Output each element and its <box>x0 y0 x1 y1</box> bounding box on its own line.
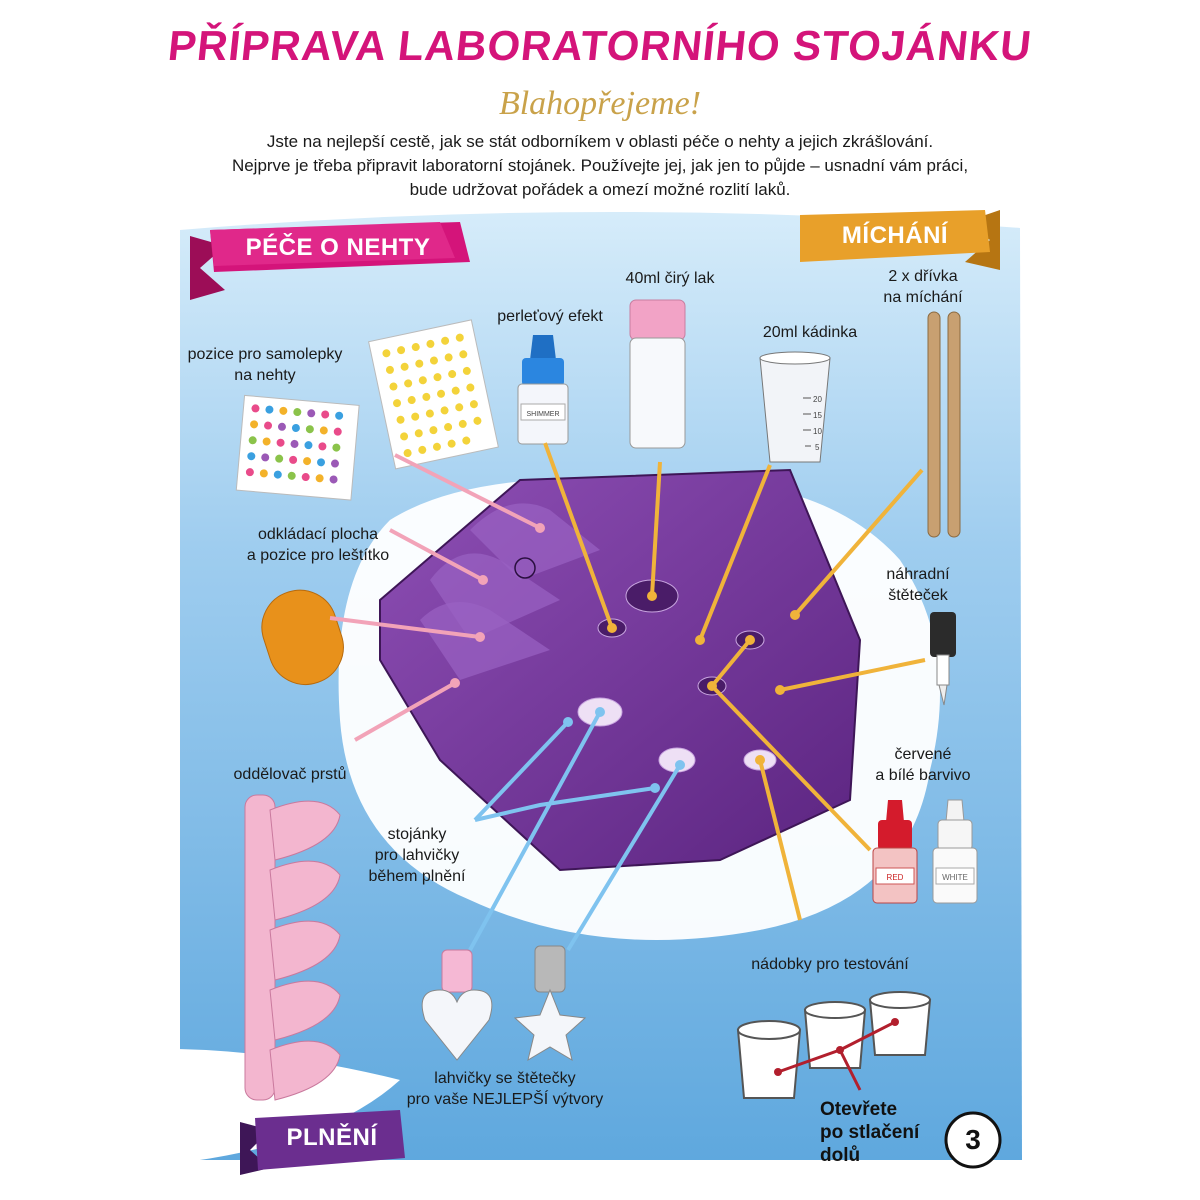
product-label-text: SHIMMER <box>526 411 559 418</box>
blue-cap-bottle: SHIMMER <box>517 335 569 445</box>
label-line: dolů <box>820 1145 861 1166</box>
page-subtitle: Blahopřejeme! <box>498 85 702 122</box>
product-label-text: WHITE <box>942 873 968 882</box>
label-line: štěteček <box>888 587 948 604</box>
white-dye-bottle: WHITE <box>932 799 978 904</box>
label-test-cups: nádobky pro testování <box>751 956 909 973</box>
label-line: pozice pro samolepky <box>187 346 343 363</box>
intro-line: bude udržovat pořádek a omezí možné rozl… <box>409 180 791 199</box>
product-label-text: 5 <box>815 443 820 452</box>
orange-buffer <box>261 589 344 685</box>
label-beaker: 20ml kádinka <box>762 324 858 341</box>
label-stickers: pozice pro samolepky na nehty <box>175 344 355 386</box>
section-nail-care: PÉČE O NEHTY <box>245 234 431 261</box>
sticker-sheet-color <box>235 394 360 501</box>
purple-lab-stand <box>379 468 862 872</box>
label-open: Otevřete po stlačení dolů <box>820 1098 960 1167</box>
label-separator: oddělovač prstů <box>233 766 347 783</box>
page-number: 3 <box>965 1124 981 1155</box>
label-dye: červené a bílé barvivo <box>858 744 988 786</box>
label-clear-lacquer: 40ml čirý lak <box>625 270 715 287</box>
label-pearl: perleťový efekt <box>497 308 603 325</box>
intro-line: Nejprve je třeba připravit laboratorní s… <box>231 156 969 175</box>
label-line: a bílé barvivo <box>875 767 971 784</box>
label-line: červené <box>894 746 952 763</box>
product-label-text: 10 <box>813 427 822 436</box>
product-label-text: 15 <box>813 411 822 420</box>
label-line: pro lahvičky <box>374 847 460 864</box>
heart-bottle <box>421 949 493 1061</box>
wooden-sticks <box>927 311 961 538</box>
section-filling: PLNĚNÍ <box>286 1124 378 1151</box>
label-bottles: lahvičky se štětečky pro vaše NEJLEPŠÍ v… <box>390 1068 620 1110</box>
label-line: 2 x dřívka <box>888 268 958 285</box>
sticker-sheet-gold <box>368 319 499 470</box>
product-label-text: 20 <box>813 395 822 404</box>
label-line: lahvičky se štětečky <box>434 1070 576 1087</box>
section-mixing: MÍCHÁNÍ <box>841 222 949 249</box>
label-line: odkládací plocha <box>257 526 379 543</box>
label-brush: náhradní štěteček <box>868 564 968 606</box>
toe-separator <box>244 794 341 1101</box>
star-bottle <box>513 945 587 1062</box>
intro-line: Jste na nejlepší cestě, jak se stát odbo… <box>266 132 934 151</box>
label-sticks: 2 x dřívka na míchání <box>868 266 978 308</box>
label-line: během plnění <box>368 868 466 885</box>
label-line: pro vaše NEJLEPŠÍ výtvory <box>406 1091 604 1108</box>
label-line: na míchání <box>883 289 963 306</box>
red-dye-bottle: RED <box>872 800 918 904</box>
product-label-text: RED <box>887 873 904 882</box>
pink-cap-jar <box>629 299 686 449</box>
filling-banner <box>240 1110 405 1175</box>
test-cups <box>736 991 932 1099</box>
label-line: na nehty <box>234 367 296 384</box>
label-stands: stojánky pro lahvičky během plnění <box>362 824 472 887</box>
label-line: stojánky <box>387 826 447 843</box>
intro-text: Jste na nejlepší cestě, jak se stát odbo… <box>150 130 1050 202</box>
page-number-circle <box>944 1111 1002 1169</box>
measuring-beaker: 20 15 10 5 <box>759 351 831 463</box>
label-line: náhradní <box>886 566 950 583</box>
spare-brush <box>930 612 956 706</box>
mixing-banner <box>800 210 1000 270</box>
label-line: po stlačení <box>820 1122 920 1143</box>
label-line: Otevřete <box>820 1099 898 1120</box>
label-storage: odkládací plocha a pozice pro leštítko <box>218 524 418 566</box>
label-line: a pozice pro leštítko <box>246 547 390 564</box>
nail-care-banner <box>190 222 470 300</box>
